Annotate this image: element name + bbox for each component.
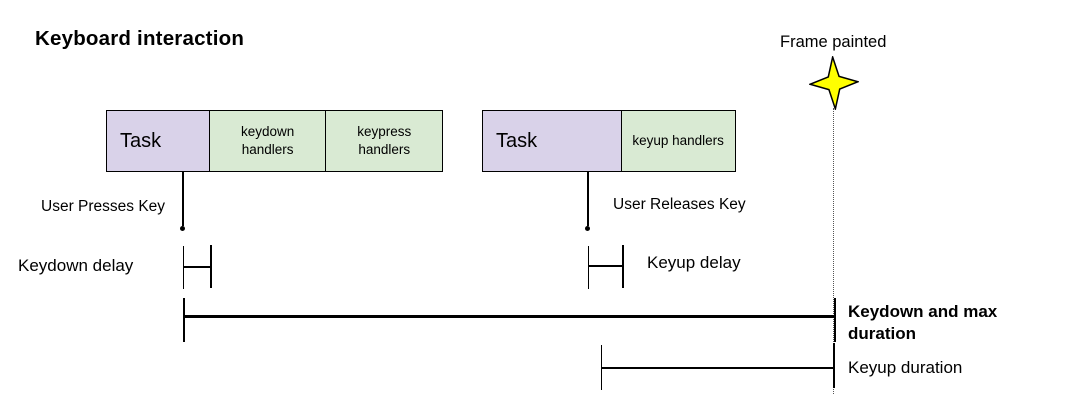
- keyup-duration-line: [601, 367, 834, 369]
- keydown-max-duration-label: Keydown and max duration: [848, 302, 998, 344]
- keyup-delay-bar: [588, 265, 623, 267]
- keyup-duration-right-tick: [833, 343, 835, 388]
- user-releases-key-label: User Releases Key: [613, 196, 746, 213]
- keyup-event-dot: [585, 226, 590, 231]
- four-point-star-icon: [807, 54, 861, 112]
- keydown-event-connector-line: [182, 172, 184, 226]
- keyup-event-connector-line: [587, 172, 589, 226]
- frame-painted-guideline: [833, 108, 834, 394]
- keyup-delay-label: Keyup delay: [647, 253, 741, 272]
- keydown-handlers-label: keydown handlers: [240, 123, 295, 157]
- keydown-event-dot: [180, 226, 185, 231]
- keyup-task-group: Task keyup handlers: [482, 110, 736, 172]
- keydown-delay-bar: [183, 266, 211, 268]
- keydown-duration-line: [183, 315, 835, 318]
- keyup-duration-label: Keyup duration: [848, 358, 963, 377]
- keyup-duration-left-tick: [600, 345, 603, 390]
- keypress-handlers-box: keypress handlers: [325, 110, 444, 172]
- keydown-duration-right-tick: [833, 298, 836, 342]
- keyup-task-box: Task: [482, 110, 622, 172]
- keyup-handlers-label: keyup handlers: [632, 132, 724, 148]
- frame-painted-label: Frame painted: [780, 33, 887, 51]
- user-presses-key-label: User Presses Key: [41, 198, 166, 215]
- keyup-task-label: Task: [496, 129, 538, 152]
- keydown-task-box: Task: [106, 110, 210, 172]
- diagram-title: Keyboard interaction: [35, 27, 245, 50]
- keydown-handlers-box: keydown handlers: [208, 110, 327, 172]
- keypress-handlers-label: keypress handlers: [357, 123, 412, 157]
- keydown-duration-left-tick: [182, 298, 185, 342]
- keydown-delay-label: Keydown delay: [18, 256, 134, 275]
- keyup-delay-left-tick: [587, 246, 590, 289]
- keyup-handlers-box: keyup handlers: [620, 110, 736, 172]
- keydown-task-label: Task: [120, 129, 162, 152]
- keydown-task-group: Task keydown handlers keypress handlers: [106, 110, 444, 172]
